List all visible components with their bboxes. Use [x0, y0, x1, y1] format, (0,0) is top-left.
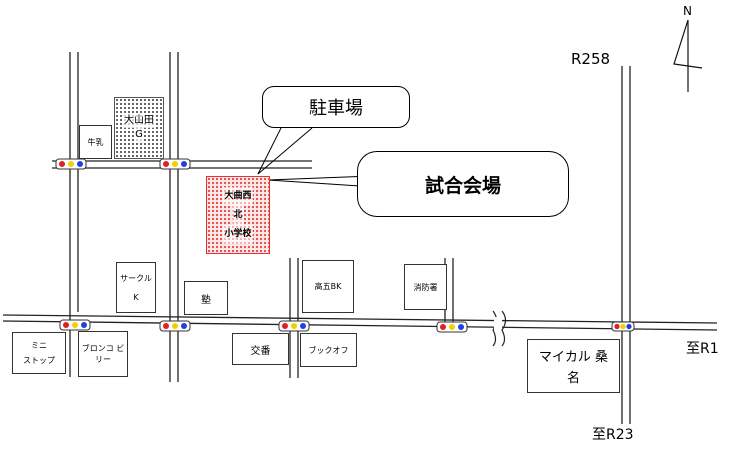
landmark-circle-k: サークル K: [116, 262, 156, 313]
landmark-label: 高五BK: [314, 282, 342, 291]
north-arrow-icon: [673, 19, 703, 92]
road-break-mark: [492, 310, 498, 347]
traffic-signal: [59, 319, 91, 331]
landmark-label: 牛乳: [87, 137, 104, 147]
road-label-to-r1: 至R1: [686, 341, 719, 357]
parking-label: 駐車場: [309, 98, 363, 119]
school-venue: 大曲西 北 小学校: [206, 176, 270, 254]
landmark-fire-station: 消防署: [404, 264, 447, 310]
landmark-mini-stop: ミニ ストップ: [12, 332, 66, 374]
landmark-label: ブックオフ: [308, 345, 349, 355]
parking-callout: 駐車場: [262, 86, 410, 128]
callout-tails: [257, 125, 373, 187]
road-label-to-r23: 至R23: [592, 427, 634, 443]
road-line: [2, 320, 718, 331]
venue-label: 試合会場: [424, 174, 501, 197]
landmark-book-off: ブックオフ: [300, 333, 357, 367]
oyamada-ground: 大山田 G: [114, 97, 164, 159]
landmark-label: ブロンコ ビリー: [81, 344, 125, 364]
landmark-koban: 交番: [232, 333, 289, 365]
road-label-r258: R258: [571, 50, 611, 68]
landmark-label: ストップ: [23, 356, 55, 365]
road-line: [2, 314, 718, 324]
landmark-mycal: マイカル 桑 名: [527, 339, 620, 393]
road-break-mark: [501, 310, 507, 347]
landmark-label: 塾: [201, 294, 211, 306]
landmark-cow-milk: 牛乳: [79, 125, 112, 159]
north-label: N: [683, 4, 692, 18]
landmark-label: ミニ: [31, 341, 47, 350]
school-name-line: 北: [232, 205, 244, 225]
landmark-label: サークル: [120, 274, 152, 283]
ground-suffix: G: [135, 128, 143, 142]
school-name-line: 大曲西: [223, 186, 253, 206]
landmark-label: マイカル 桑: [538, 350, 609, 365]
road-break-mask: [494, 317, 502, 329]
traffic-signal: [55, 158, 87, 170]
traffic-signal: [159, 158, 191, 170]
landmark-bronco-billy: ブロンコ ビリー: [78, 331, 128, 377]
landmark-juku: 塾: [184, 281, 228, 315]
landmark-label: K: [133, 293, 139, 302]
traffic-signal: [278, 320, 310, 332]
traffic-signals: [55, 158, 635, 333]
traffic-signal: [159, 320, 191, 332]
landmark-label: 消防署: [413, 282, 438, 292]
landmark-label: 交番: [250, 345, 271, 357]
traffic-signal: [436, 321, 468, 333]
traffic-signal: [611, 321, 635, 332]
landmark-label: 名: [566, 371, 580, 386]
venue-callout: 試合会場: [357, 151, 569, 217]
ground-name: 大山田: [124, 114, 154, 128]
landmark-kousei-bk: 高五BK: [302, 260, 354, 313]
school-name-line: 小学校: [223, 224, 253, 244]
